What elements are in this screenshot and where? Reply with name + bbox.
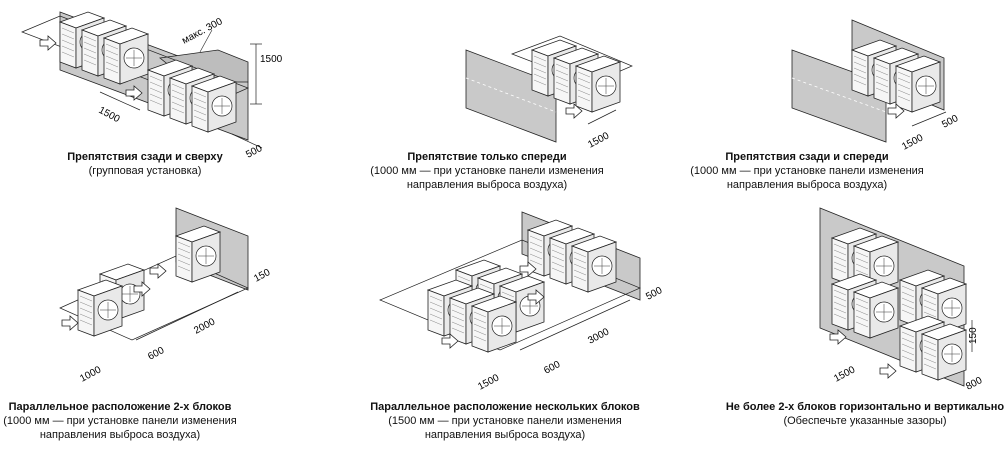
dim-front: 1500 xyxy=(586,130,611,150)
caption-panel-2: Препятствие только спереди (1000 мм — пр… xyxy=(352,150,622,192)
caption-line: направления выброса воздуха) xyxy=(39,429,201,441)
caption-title: Не более 2-х блоков горизонтально и верт… xyxy=(725,401,1005,413)
dim-gap: 3000 xyxy=(586,326,611,346)
unit-icon xyxy=(77,263,145,337)
dim-gap: 2000 xyxy=(192,316,217,336)
caption-panel-5: Параллельное расположение нескольких бло… xyxy=(360,400,650,442)
caption-title: Параллельное расположение 2-х блоков xyxy=(8,401,232,413)
dim-side: 600 xyxy=(542,359,562,377)
dim-rear: 150 xyxy=(968,327,979,344)
caption-line: (1000 мм — при установке панели изменени… xyxy=(3,415,237,427)
panel-1-drawing: макс. 300 1500 1500 500 xyxy=(21,11,283,161)
unit-icon xyxy=(899,269,967,381)
caption-panel-6: Не более 2-х блоков горизонтально и верт… xyxy=(725,400,1005,428)
panel-2-drawing: 1500 xyxy=(465,35,633,151)
panel-3-drawing: 1500 500 xyxy=(791,19,961,153)
dim-height: 1500 xyxy=(260,54,283,65)
caption-line: (1000 мм — при установке панели изменени… xyxy=(370,165,604,177)
caption-line: (Обеспечьте указанные зазоры) xyxy=(783,415,947,427)
caption-title: Препятствие только спереди xyxy=(407,151,567,163)
unit-icon xyxy=(831,227,899,339)
dim-front: 1000 xyxy=(78,364,103,384)
dim-rear: 150 xyxy=(252,267,272,285)
caption-line: (1500 мм — при установке панели изменени… xyxy=(388,415,622,427)
caption-line: направления выброса воздуха) xyxy=(424,429,586,441)
caption-line: (1000 мм — при установке панели изменени… xyxy=(690,165,924,177)
caption-title: Препятствия сзади и сверху xyxy=(67,151,223,163)
caption-line: направления выброса воздуха) xyxy=(406,179,568,191)
caption-panel-3: Препятствия сзади и спереди (1000 мм — п… xyxy=(672,150,942,192)
caption-panel-1: Препятствия сзади и сверху (групповая ус… xyxy=(30,150,260,178)
caption-panel-4: Параллельное расположение 2-х блоков (10… xyxy=(0,400,240,442)
dim-front: 1500 xyxy=(832,364,857,384)
panel-5-drawing: 500 3000 1500 600 xyxy=(379,211,665,393)
caption-title: Параллельное расположение нескольких бло… xyxy=(370,401,640,413)
dim-front: 1500 xyxy=(476,372,501,392)
dim-rear: 500 xyxy=(644,285,664,303)
unit-icon xyxy=(175,225,221,283)
panel-4-drawing: 150 2000 1000 600 xyxy=(59,207,273,385)
dim-side: 500 xyxy=(940,113,960,131)
caption-line: (групповая установка) xyxy=(88,165,202,177)
front-wall xyxy=(465,49,557,143)
dim-side: 600 xyxy=(146,345,166,363)
caption-line: направления выброса воздуха) xyxy=(726,179,888,191)
caption-title: Препятствия сзади и спереди xyxy=(725,151,889,163)
dim-max-300: макс. 300 xyxy=(180,16,225,47)
dim-side: 800 xyxy=(964,375,984,393)
dim-front: 1500 xyxy=(97,105,122,125)
panel-6-drawing: 1500 150 800 xyxy=(819,207,985,393)
